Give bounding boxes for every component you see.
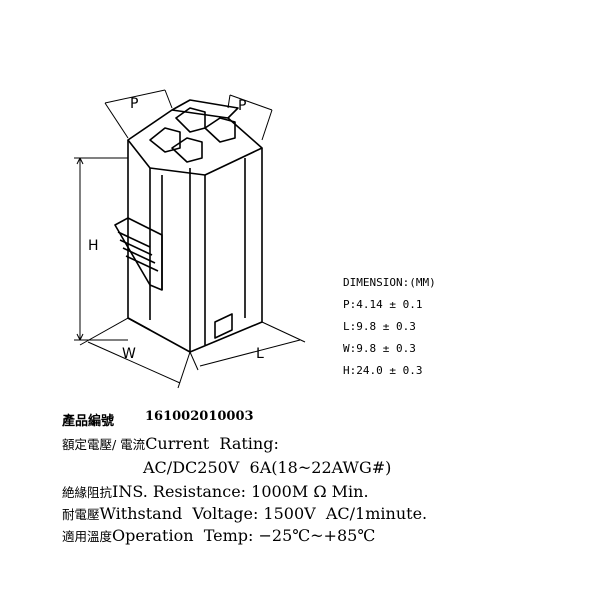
w-dimension-line [79,317,191,389]
p-dimension-lines [104,89,273,141]
insulation-value: INS. Resistance: 1000M Ω Min. [112,482,369,501]
latch-ramp [114,217,163,291]
h-dimension-line [74,157,128,341]
w-label: W [122,346,136,362]
dimension-row-p: P:4.14 ± 0.1 [343,298,423,311]
l-label: L [256,346,264,362]
dimension-row-w: W:9.8 ± 0.3 [343,342,416,355]
insulation-label-zh: 絶緣阻抗 [62,485,113,500]
withstand-voltage-label-zh: 耐電壓 [62,507,100,522]
connector-drawing: P P H W L [74,89,306,389]
p-label-left: P [130,96,138,112]
withstand-voltage-value: Withstand Voltage: 1500V AC/1minute. [99,504,428,523]
current-rating-label-zh: 額定電壓/ 電流 [62,437,146,452]
dimension-row-h: H:24.0 ± 0.3 [343,364,423,377]
p-label-right: P [238,98,246,114]
dimension-table: DIMENSION:(MM) P:4.14 ± 0.1 L:9.8 ± 0.3 … [343,272,436,382]
part-number: 161002010003 [145,409,254,424]
current-rating-label-en: Current Rating: [145,434,279,453]
dimension-title: DIMENSION:(MM) [343,276,436,289]
dimension-row-l: L:9.8 ± 0.3 [343,320,416,333]
current-rating-value: AC/DC250V 6A(18~22AWG#) [143,458,392,477]
l-dimension-line [189,321,306,371]
withstand-voltage-row: 耐電壓Withstand Voltage: 1500V AC/1minute. [62,504,427,523]
part-number-label: 產品編號 [62,414,115,429]
operation-temp-value: Operation Temp: −25℃~+85℃ [112,526,376,545]
current-rating-row: 額定電壓/ 電流Current Rating: [62,434,279,453]
operation-temp-label-zh: 適用溫度 [62,529,113,544]
insulation-row: 絶緣阻抗INS. Resistance: 1000M Ω Min. [62,482,369,501]
h-label: H [88,238,99,254]
operation-temp-row: 適用溫度Operation Temp: −25℃~+85℃ [62,526,375,545]
